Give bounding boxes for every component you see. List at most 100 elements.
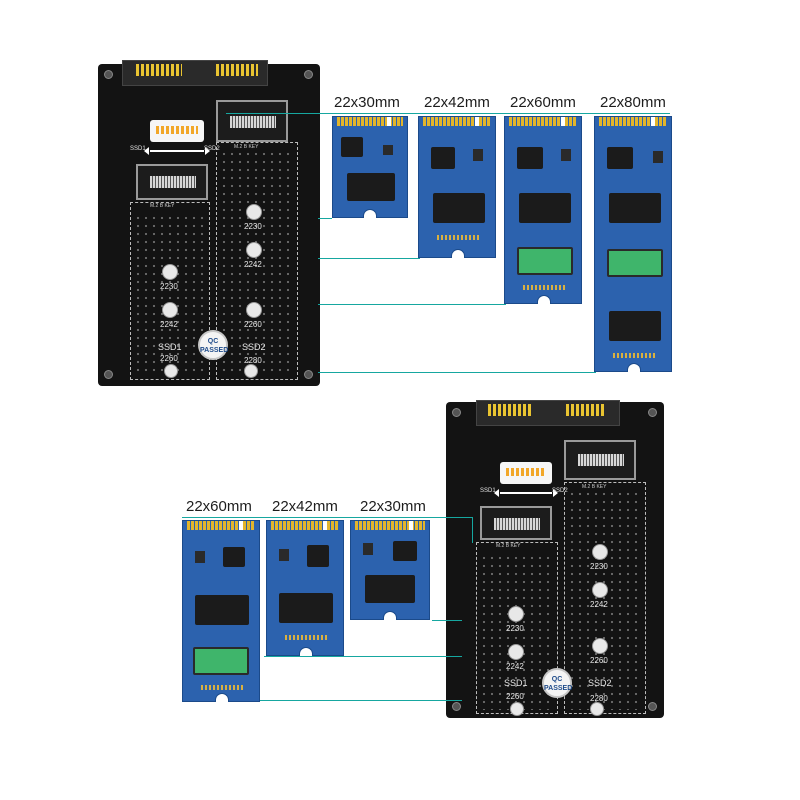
controller-chip [393,541,417,561]
controller-chip [607,147,633,169]
green-nand-chip [193,647,249,675]
ssd-2280 [594,116,672,372]
controller-chip [307,545,329,567]
jumper-label-ssd2: SSD2 [204,146,220,152]
jumper-label-ssd2: SSD2 [552,488,568,494]
ssd1-label: SSD1 [158,342,182,352]
nand-chip [365,575,415,603]
ssd2-slot-area [216,142,298,380]
component [561,149,571,161]
solder-pads [613,353,657,358]
guide-line-2230 [432,620,462,621]
gold-contacts [187,521,255,530]
controller-chip [517,147,543,169]
component [195,551,205,563]
ssd1-label: SSD1 [504,678,528,688]
mount-notch [363,209,377,218]
guide-line-2260 [258,700,462,701]
size-label-22x42: 22x42mm [424,94,490,111]
ssd1-mount-2242 [508,644,524,660]
size-label-22x30: 22x30mm [360,498,426,515]
m2-slot2-pins [578,454,624,466]
nand-chip [347,173,395,201]
component [383,145,393,155]
sata-power-pins [566,404,606,416]
solder-pads [523,285,567,290]
b-key-notch [651,117,655,126]
component [653,151,663,163]
jumper-pins [506,468,546,476]
ssd1-mount-2260 [164,364,178,378]
component [363,543,373,555]
ssd-2242 [266,520,344,656]
gold-contacts [271,521,339,530]
bottom-adapter-board: SSD1 SSD2 M.2 B KEY M.2 B KEY 2230 2242 … [446,400,664,718]
size-label-22x80: 22x80mm [600,94,666,111]
ssd2-size-2280: 2280 [244,356,262,365]
corner-hole [304,70,313,79]
m2-slot2-pins [230,116,276,128]
guide-line-2230 [318,218,332,219]
ssd2-mount-2230 [592,544,608,560]
corner-hole [304,370,313,379]
ssd1-size-2230: 2230 [160,282,178,291]
ssd2-mount-2230 [246,204,262,220]
ssd2-mount-2242 [246,242,262,258]
sata-data-pins [488,404,532,416]
nand-chip [519,193,571,223]
nand-chip [609,193,661,223]
guide-line-2280 [318,372,596,373]
mount-notch [383,611,397,620]
corner-hole [452,702,461,711]
ssd2-size-2280: 2280 [590,694,608,703]
guide-line-2242 [264,656,462,657]
nand-chip [609,311,661,341]
ssd1-slot-area [130,202,210,380]
ssd-2260 [504,116,582,304]
size-label-22x60: 22x60mm [510,94,576,111]
ssd2-slot-dots [568,490,642,710]
ssd2-label: SSD2 [242,342,266,352]
ssd2-size-2260: 2260 [244,320,262,329]
ssd1-slot-dots [480,554,554,710]
ssd2-size-2230: 2230 [590,562,608,571]
nand-chip [279,593,333,623]
corner-hole [648,408,657,417]
controller-chip [431,147,455,169]
sata-power-pins [216,64,258,76]
ssd2-slot-area [564,482,646,714]
guide-line-top-drop [472,517,473,543]
slot1-key-label: M.2 B KEY [150,203,175,209]
jumper-label-ssd1: SSD1 [130,146,146,152]
component [473,149,483,161]
jumper-pins [156,126,198,134]
sata-data-pins [136,64,182,76]
solder-pads [285,635,329,640]
ssd2-size-2242: 2242 [244,260,262,269]
ssd1-size-2260: 2260 [160,354,178,363]
slot2-key-label: M.2 B KEY [234,144,259,150]
b-key-notch [475,117,479,126]
b-key-notch [561,117,565,126]
guide-line-top [226,113,670,114]
qc-passed-badge: QC PASSED [198,330,228,360]
nand-chip [195,595,249,625]
ssd1-size-2242: 2242 [506,662,524,671]
ssd1-mount-2230 [162,264,178,280]
gold-contacts [423,117,491,126]
guide-line-top [182,517,472,518]
nand-chip [433,193,485,223]
slot2-key-label: M.2 B KEY [582,484,607,490]
guide-line-2242 [318,258,420,259]
m2-slot1-pins [150,176,196,188]
ssd1-mount-2260 [510,702,524,716]
gold-contacts [509,117,577,126]
ssd2-label: SSD2 [588,678,612,688]
ssd1-mount-2230 [508,606,524,622]
corner-hole [452,408,461,417]
ssd-2230 [350,520,430,620]
green-nand-chip [607,249,663,277]
gold-contacts [337,117,403,126]
green-nand-chip [517,247,573,275]
jumper-arrow [494,489,558,497]
